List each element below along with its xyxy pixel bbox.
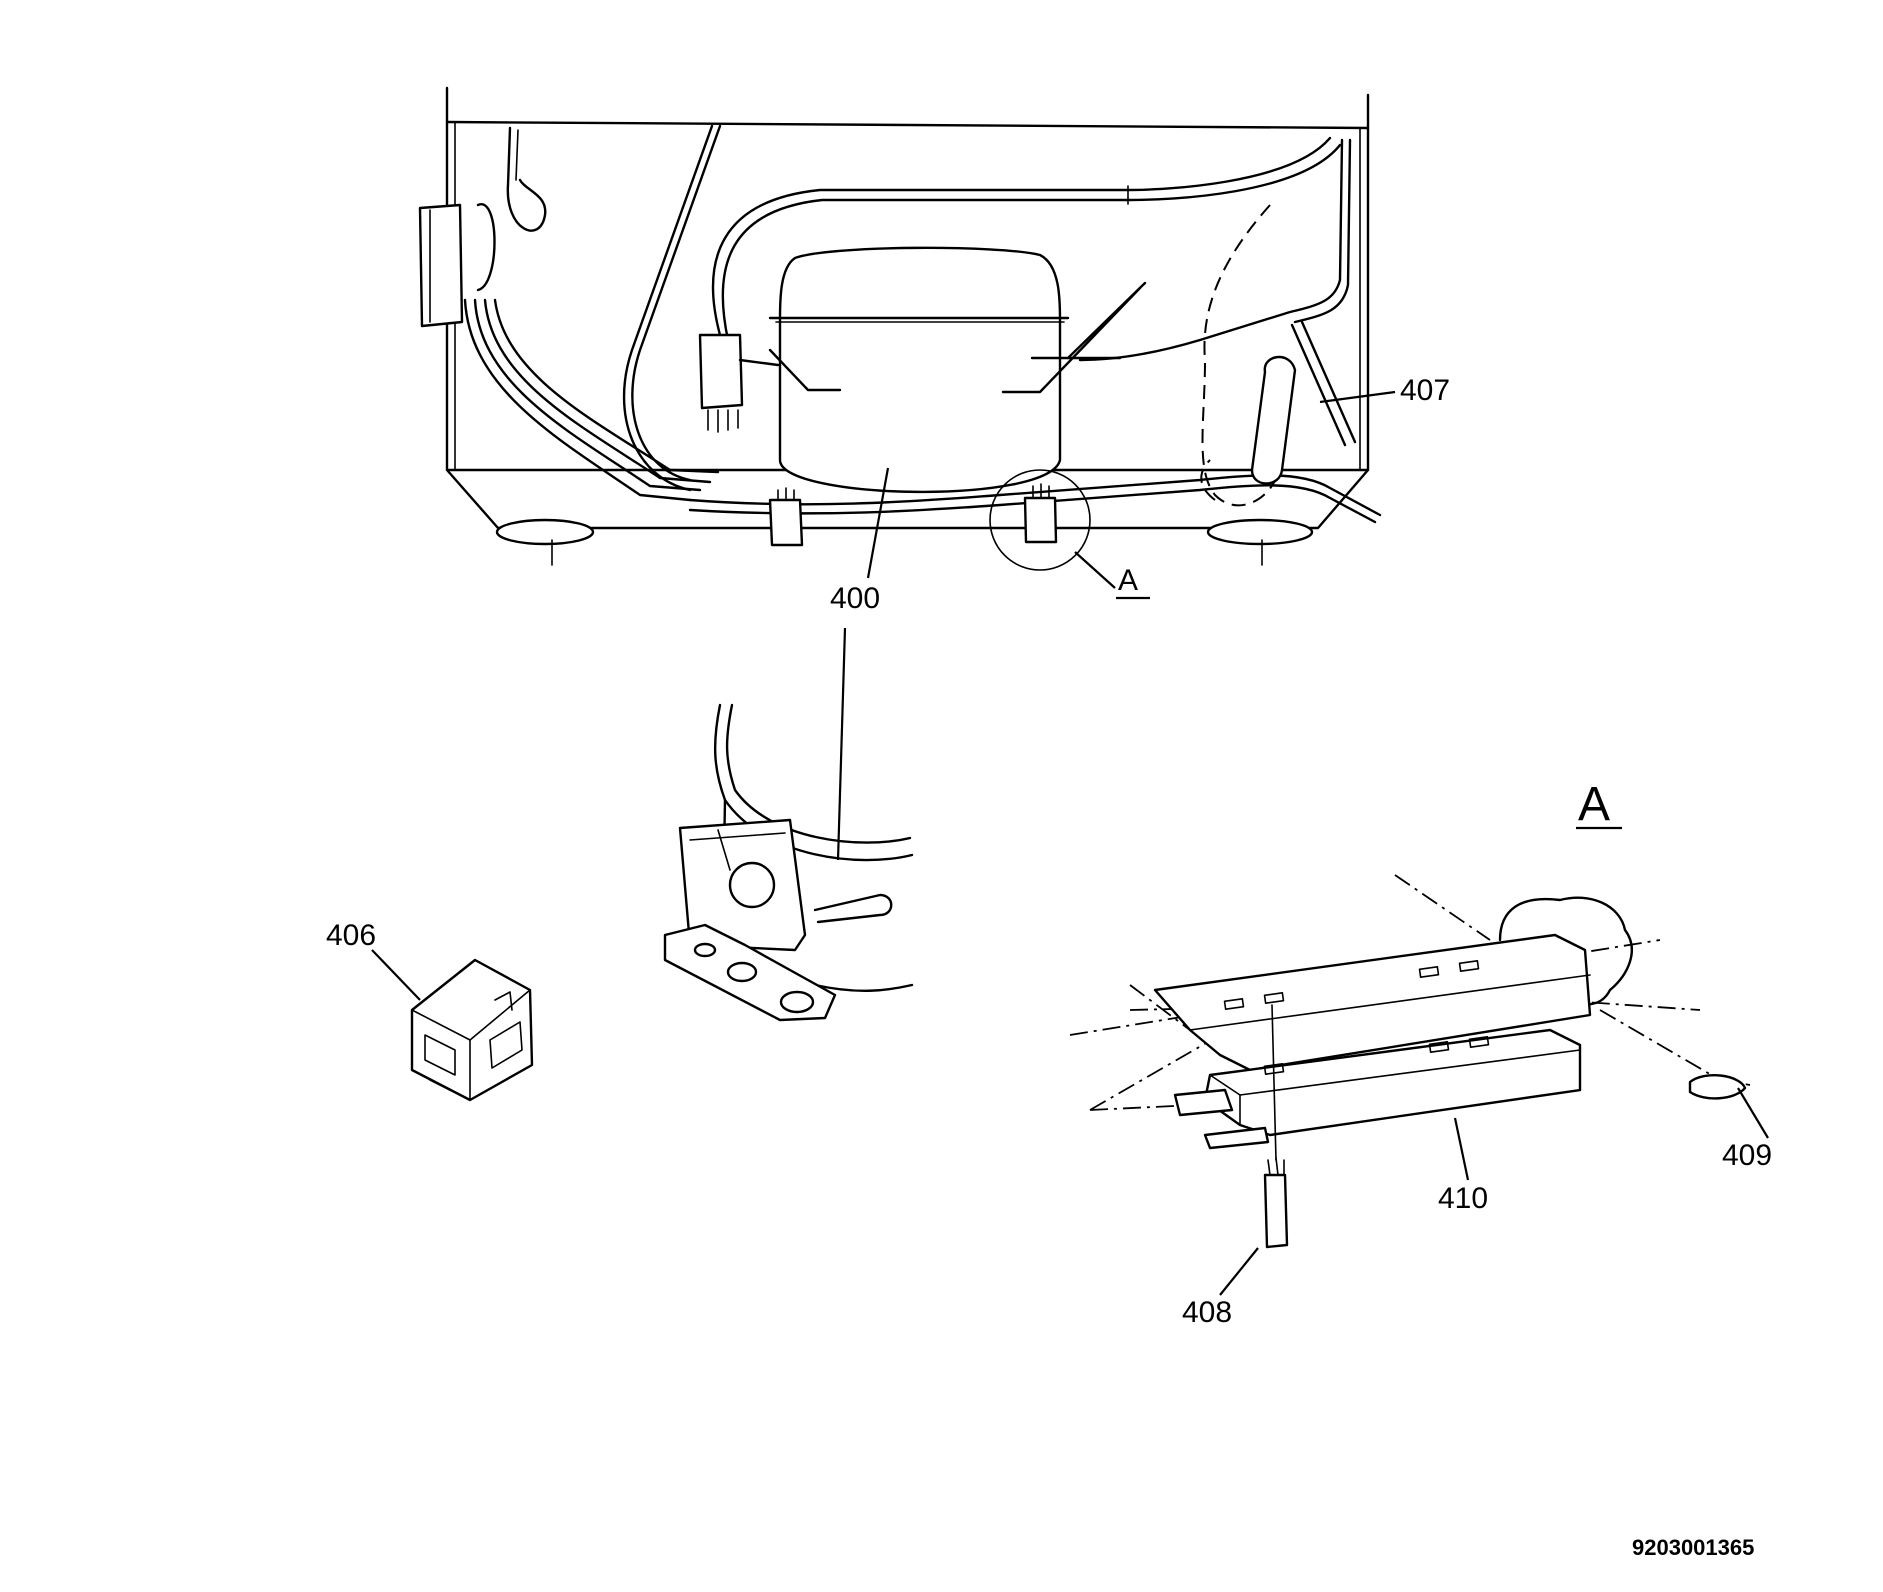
- relay-drawing: [371, 949, 534, 1102]
- callout-408: 408: [1182, 1296, 1232, 1329]
- callout-407: 407: [1400, 374, 1450, 407]
- compressor-relay-bracket-drawing: [663, 703, 914, 1022]
- detail-marker-a: A: [1118, 564, 1138, 597]
- callout-410: 410: [1438, 1182, 1488, 1215]
- callout-400: 400: [830, 582, 880, 615]
- callout-409: 409: [1722, 1139, 1772, 1172]
- detail-title-a: A: [1578, 778, 1610, 831]
- detail-a-drawing: [1069, 874, 1769, 1296]
- machine-compartment-drawing: [418, 86, 1382, 589]
- diagram-reference-number: 9203001365: [1632, 1535, 1754, 1560]
- callout-406: 406: [326, 919, 376, 952]
